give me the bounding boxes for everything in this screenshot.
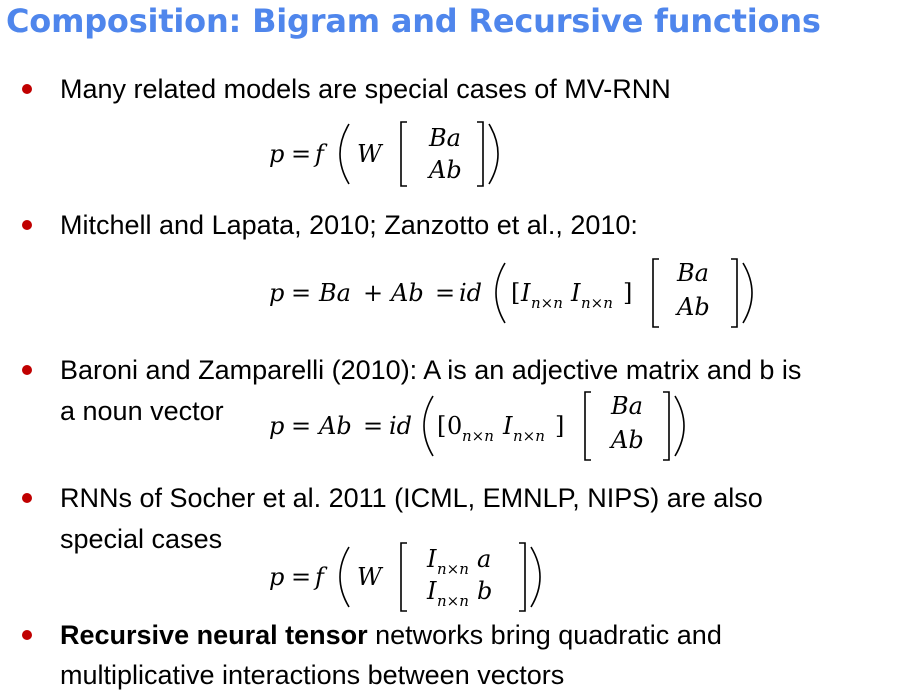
svg-text:Ab: Ab: [317, 412, 352, 440]
svg-text:n×n: n×n: [581, 294, 613, 312]
svg-text:a: a: [477, 545, 491, 573]
svg-text:I: I: [502, 412, 513, 440]
svg-text:Ab: Ab: [427, 156, 462, 184]
bullet-marker: [22, 630, 32, 640]
bullet-marker: [22, 84, 32, 94]
svg-text:n×n: n×n: [513, 427, 545, 445]
bullet-5-bold-term: Recursive neural tensor: [60, 620, 368, 650]
bullet-3-text-line2: a noun vector: [60, 396, 224, 426]
svg-text:W: W: [357, 563, 384, 591]
svg-text:b: b: [477, 577, 492, 605]
svg-text:]: ]: [623, 279, 632, 307]
svg-text:W: W: [357, 140, 384, 168]
svg-text:p: p: [269, 140, 284, 168]
svg-text:Ab: Ab: [675, 293, 710, 321]
svg-text:Ab: Ab: [609, 426, 644, 454]
svg-text:f: f: [313, 563, 328, 591]
svg-text:Ba: Ba: [610, 392, 643, 420]
svg-text:Ab: Ab: [389, 279, 424, 307]
svg-text:n×n: n×n: [437, 592, 469, 610]
bullet-marker: [22, 220, 32, 230]
svg-text:I: I: [520, 279, 531, 307]
svg-text:n×n: n×n: [437, 560, 469, 578]
svg-text:0: 0: [447, 412, 462, 440]
svg-text:I: I: [426, 577, 437, 605]
svg-text:I: I: [570, 279, 581, 307]
svg-text:Ba: Ba: [318, 279, 351, 307]
svg-text:p: p: [269, 279, 284, 307]
svg-text:Ba: Ba: [676, 259, 709, 287]
svg-text:=: =: [363, 412, 383, 440]
svg-text:n×n: n×n: [531, 294, 563, 312]
bullet-3-text-line1: Baroni and Zamparelli (2010): A is an ad…: [60, 355, 802, 385]
svg-text:=: =: [291, 140, 311, 168]
svg-text:p: p: [269, 412, 284, 440]
equation-additive: p = Ba + Ab = id [ I n×n I n×n ] Ba Ab: [269, 258, 753, 328]
svg-text:p: p: [269, 563, 284, 591]
bullet-2-text: Mitchell and Lapata, 2010; Zanzotto et a…: [60, 210, 638, 240]
svg-text:n×n: n×n: [462, 427, 494, 445]
bullet-marker: [22, 365, 32, 375]
bullet-4-text-line1: RNNs of Socher et al. 2011 (ICML, EMNLP,…: [60, 483, 763, 513]
svg-text:id: id: [459, 279, 482, 307]
svg-text:id: id: [389, 412, 412, 440]
bullet-5-text-line2: multiplicative interactions between vect…: [60, 660, 565, 690]
equation-adjective-matrix: p = Ab = id [ 0 n×n I n×n ] Ba Ab: [269, 391, 685, 461]
svg-text:=: =: [435, 279, 455, 307]
bullet-5-text-rest: networks bring quadratic and: [367, 620, 722, 650]
equation-mv-rnn: p = f W Ba Ab: [269, 121, 499, 187]
bullet-4-text-line2: special cases: [60, 524, 223, 554]
svg-text:=: =: [291, 279, 311, 307]
svg-text:[: [: [511, 279, 520, 307]
svg-text:[: [: [437, 412, 446, 440]
bullet-5-text-line1: Recursive neural tensor networks bring q…: [60, 615, 722, 655]
bullet-marker: [22, 493, 32, 503]
svg-text:=: =: [291, 563, 311, 591]
svg-text:]: ]: [555, 412, 564, 440]
svg-text:=: =: [291, 412, 311, 440]
svg-text:f: f: [313, 140, 328, 168]
svg-text:+: +: [363, 279, 383, 307]
equation-rnn: p = f W I n×n a I n×n b: [269, 542, 541, 612]
slide-title: Composition: Bigram and Recursive functi…: [6, 2, 821, 40]
svg-text:I: I: [426, 545, 437, 573]
bullet-1-text: Many related models are special cases of…: [60, 74, 671, 104]
svg-text:Ba: Ba: [428, 124, 461, 152]
